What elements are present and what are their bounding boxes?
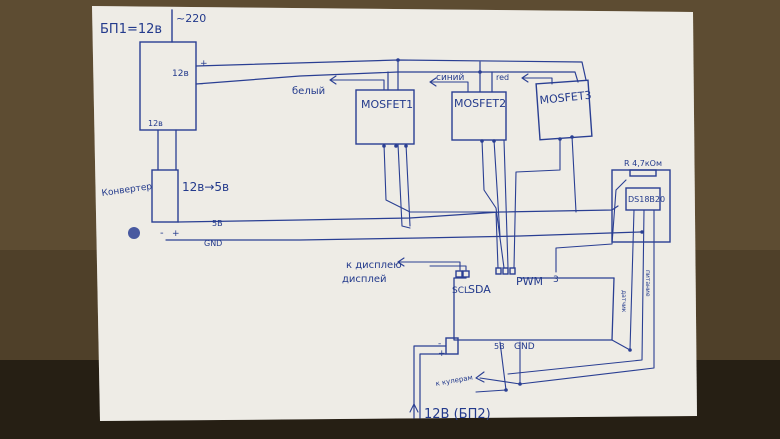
resistor-label: R 4,7кОм bbox=[624, 159, 662, 168]
mosfet2-gnd bbox=[493, 139, 501, 237]
mosfet2-label: MOSFET2 bbox=[454, 97, 506, 110]
mosfet3: MOSFET3 bbox=[535, 79, 593, 141]
psu1-output-label: 12в bbox=[172, 69, 189, 79]
pin-gnd-label: GND bbox=[514, 342, 535, 352]
out-blue bbox=[429, 81, 469, 93]
mosfet2-gate bbox=[481, 139, 505, 269]
psu2-arrow bbox=[409, 403, 419, 413]
wire-fans-b bbox=[479, 377, 521, 385]
bus-12v-plus bbox=[195, 59, 587, 81]
controller-box bbox=[453, 277, 615, 341]
pin-pwm-label: PWM bbox=[516, 275, 543, 288]
mosfet1-label: MOSFET1 bbox=[361, 98, 413, 111]
ink-blot bbox=[128, 227, 140, 239]
psu2-wire-b bbox=[419, 353, 447, 419]
sensor-to-controller bbox=[611, 339, 631, 351]
sensor-power-label: питание bbox=[644, 270, 651, 297]
psu2-wire-a bbox=[413, 345, 447, 419]
psu2-label: 12В (БП2) bbox=[424, 407, 491, 422]
ds18b20-chip bbox=[625, 187, 661, 211]
mains-label: ~220 bbox=[176, 12, 206, 25]
wire-fans bbox=[475, 389, 507, 393]
power-jack-minus: - bbox=[438, 339, 441, 349]
pin-pwm-pad-1 bbox=[495, 267, 502, 275]
bus-12v-minus bbox=[195, 71, 579, 85]
mosfet2: MOSFET2 bbox=[451, 91, 507, 141]
mosfet2-line-c bbox=[503, 139, 509, 269]
mosfet1-pin-a bbox=[382, 144, 386, 148]
paper-shade bbox=[92, 6, 697, 421]
sensor-data-label: датчик bbox=[620, 290, 627, 313]
ds18b20: DS18B20 R 4,7кОм bbox=[611, 159, 671, 243]
pin-sda-pad bbox=[462, 270, 470, 278]
sensor-lead-2 bbox=[507, 209, 645, 375]
mosfet3-pin-b bbox=[570, 135, 574, 139]
mosfet2-box bbox=[451, 91, 507, 141]
resistor bbox=[629, 169, 657, 177]
pin-scl-pad bbox=[455, 270, 463, 278]
paper-sheet bbox=[92, 6, 697, 421]
mosfet1-box bbox=[355, 89, 415, 145]
out-white-arrow bbox=[329, 75, 337, 85]
mosfet3-pin-a bbox=[558, 137, 562, 141]
out-red bbox=[521, 77, 553, 85]
pin-3-label: 3 bbox=[553, 275, 559, 285]
out-blue-arrow bbox=[429, 77, 437, 87]
ds18b20-label: DS18B20 bbox=[628, 195, 665, 204]
psu1-plus: + bbox=[200, 59, 208, 69]
converter-box bbox=[151, 169, 179, 223]
psu1: БП1=12в ~220 12в 12в + - bbox=[100, 9, 208, 131]
rail-5v-label: 5В bbox=[212, 219, 223, 228]
pin-sda-label: SDA bbox=[468, 283, 491, 296]
pin-scl-label: SCL bbox=[452, 286, 469, 296]
converter-plus: + bbox=[172, 229, 180, 239]
mosfet1-gnd bbox=[397, 143, 411, 229]
pin-pwm-pad-2 bbox=[502, 267, 509, 275]
to-display-label: к дисплею bbox=[346, 260, 402, 271]
sensor-lead-3 bbox=[519, 209, 655, 385]
to-white-label: белый bbox=[292, 86, 325, 97]
out-red-arrow bbox=[521, 73, 529, 83]
converter-minus: - bbox=[160, 228, 164, 239]
to-red-label: red bbox=[496, 73, 509, 82]
pin-pwm-pad-3 bbox=[509, 267, 516, 275]
mosfet3-gate bbox=[513, 137, 561, 269]
mosfet3-gnd bbox=[571, 135, 577, 213]
psu1-output-label-bottom: 12в bbox=[148, 119, 163, 128]
rail-5v bbox=[177, 205, 619, 223]
out-white bbox=[329, 79, 385, 91]
sensor-lead-1 bbox=[629, 209, 635, 351]
mosfet1-pin-c bbox=[404, 144, 408, 148]
mosfet1: MOSFET1 bbox=[355, 89, 415, 145]
wire-display-arrow bbox=[397, 257, 405, 267]
mosfet1-pin-b bbox=[394, 144, 398, 148]
mosfet1-gnd-b bbox=[405, 143, 411, 227]
mosfet2-pin-a bbox=[480, 139, 484, 143]
mosfet2-pin-b bbox=[492, 139, 496, 143]
psu1-label: БП1=12в bbox=[100, 22, 162, 37]
rail-gnd bbox=[165, 231, 641, 241]
wire-display-b bbox=[429, 265, 467, 271]
psu1-box bbox=[139, 41, 197, 131]
wire-fans-arrow bbox=[475, 371, 485, 383]
wire-pin3-up bbox=[555, 179, 627, 273]
converter-ratio: 12в→5в bbox=[182, 180, 229, 194]
wire-display bbox=[397, 261, 461, 271]
pin-5v-label: 5В bbox=[494, 342, 505, 351]
to-display-label-2: дисплей bbox=[342, 274, 387, 285]
rail-gnd-label: GND bbox=[204, 239, 222, 248]
to-blue-label: синий bbox=[436, 73, 465, 83]
sensor-junction-2 bbox=[640, 230, 644, 234]
mosfet3-box bbox=[535, 79, 593, 141]
mosfet1-gate bbox=[383, 143, 499, 269]
mosfet3-label: MOSFET3 bbox=[539, 89, 592, 107]
